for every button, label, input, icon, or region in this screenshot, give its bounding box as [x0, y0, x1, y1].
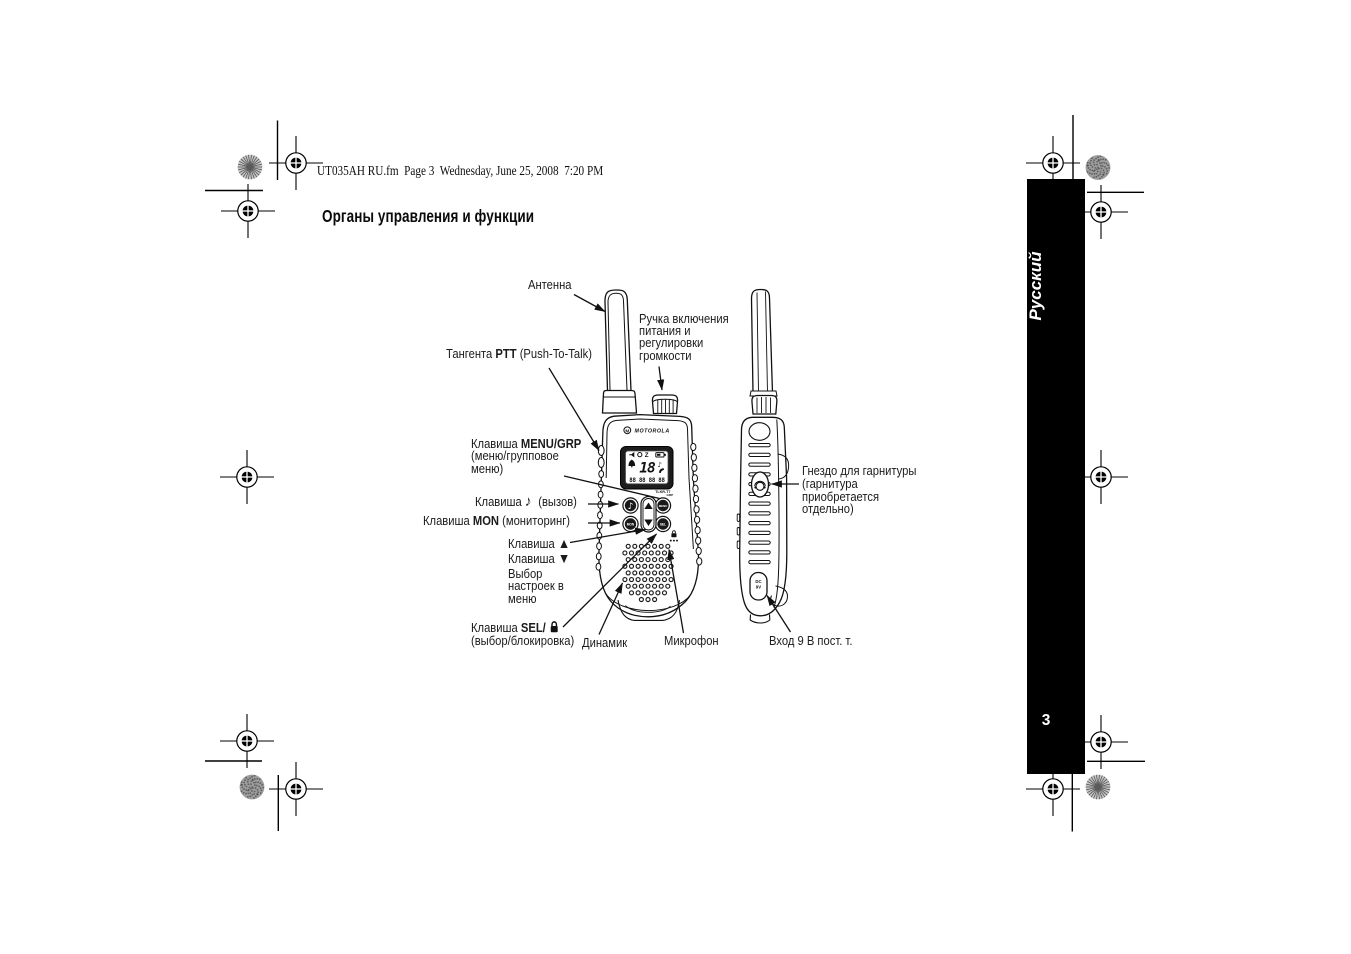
up-triangle-icon: ▲ [557, 534, 571, 551]
mon-button: MON [622, 515, 639, 533]
svg-text:MENU: MENU [659, 504, 668, 508]
headset-jack-label: Гнездо для гарнитуры (гарнитура приобрет… [802, 464, 917, 517]
lcd-bottom-digits: 88 88 88 88 [629, 478, 665, 484]
dc-label-line1: DC [755, 579, 761, 584]
volume-knob [651, 394, 679, 415]
motorola-logo-icon [623, 426, 632, 435]
dc-input-port [749, 571, 768, 601]
lcd-battery-icon [655, 452, 665, 458]
side-body [739, 416, 788, 617]
mon-label: Клавиша MON (мониторинг) [423, 513, 571, 528]
lcd-icons: Z 18 ♪ 88 88 88 88 [628, 451, 666, 484]
page-title: Органы управления и функции [322, 206, 535, 226]
halftone-dots [237, 154, 1111, 800]
front-overlays: M MOTOROLA Z 18 ♪ 88 88 88 88 TLKR-T7 ♪ [620, 426, 678, 542]
note-icon: ♪ [524, 492, 532, 510]
antenna-label: Антенна [528, 277, 572, 292]
lock-icon [550, 621, 558, 633]
lcd-scan-icon [637, 452, 643, 458]
headphones-icon [754, 480, 766, 491]
lock-icon [671, 530, 677, 538]
dc-leader [766, 594, 792, 633]
side-antenna [750, 288, 774, 394]
call-label: Клавиша ♪ (вызов) [475, 492, 577, 510]
headset-jack [750, 471, 770, 498]
language-sidebar [1027, 179, 1085, 774]
ptt-leader [548, 367, 600, 452]
down-arrow-icon [644, 519, 653, 526]
lcd-bell-icon [628, 459, 636, 466]
updown-button [640, 495, 657, 533]
power-knob-label: Ручка включения питания и регулировки гр… [639, 311, 729, 363]
sel-button: SEL [654, 515, 672, 533]
call-button: ♪ [622, 497, 639, 514]
sel-sublabel: (выбор/блокировка) [471, 634, 575, 648]
svg-text:MON: MON [627, 522, 635, 526]
page-number: 3 [1041, 712, 1051, 729]
down-key-label: Клавиша ▼ [508, 550, 571, 566]
mic-leader [667, 548, 685, 634]
side-knob [751, 394, 778, 415]
updown-leader [569, 527, 647, 544]
svg-text:M: M [625, 428, 629, 433]
lcd-sleep-icon: Z [645, 452, 649, 459]
up-key-label: Клавиша ▲ [508, 534, 571, 551]
sel-leader [562, 533, 657, 628]
lcd-phone-icon [659, 468, 664, 473]
front-antenna-base [601, 389, 638, 414]
sel-label: Клавиша SEL/ [471, 621, 559, 635]
ptt-label: Тангента PTT (Push-To-Talk) [446, 346, 592, 361]
grp-text: GRP [667, 493, 674, 497]
crop-marks [205, 115, 1145, 832]
document-header: UT035AH RU.fm Page 3 Wednesday, June 25,… [317, 163, 604, 178]
printer-marks [205, 115, 1145, 832]
leader-lines [548, 293, 799, 635]
speaker-leader [598, 582, 624, 635]
side-top-oval [748, 422, 771, 441]
down-triangle-icon: ▼ [557, 550, 571, 566]
mic-holes [669, 539, 678, 542]
sidebar-language-label: Русский [1026, 251, 1045, 321]
dc-input-label: Вход 9 В пост. т. [769, 634, 853, 648]
radio-side-view [736, 288, 790, 617]
model-text: TLKR-T7 [655, 490, 670, 494]
knob-leader [657, 366, 665, 391]
lcd-note-icon: ♪ [658, 461, 662, 469]
up-arrow-icon [644, 502, 653, 509]
menu-leader [563, 475, 660, 500]
antenna-leader [573, 293, 606, 313]
dc-label-line2: 9V [756, 585, 761, 590]
menu-grp-label: Клавиша MENU/GRP (меню/групповое меню) [471, 436, 582, 476]
lcd-channel: 18 [639, 461, 656, 477]
lcd-speaker-icon [629, 451, 635, 458]
microphone-label: Микрофон [664, 634, 719, 648]
menu-button: MENU [654, 497, 672, 514]
svg-text:♪: ♪ [628, 502, 634, 512]
side-overlays [749, 471, 771, 624]
svg-text:SEL: SEL [660, 522, 666, 526]
brand-text: MOTOROLA [635, 429, 670, 435]
speaker-label: Динамик [582, 635, 628, 650]
menu-select-label: Выбор настроек в меню [508, 566, 564, 607]
